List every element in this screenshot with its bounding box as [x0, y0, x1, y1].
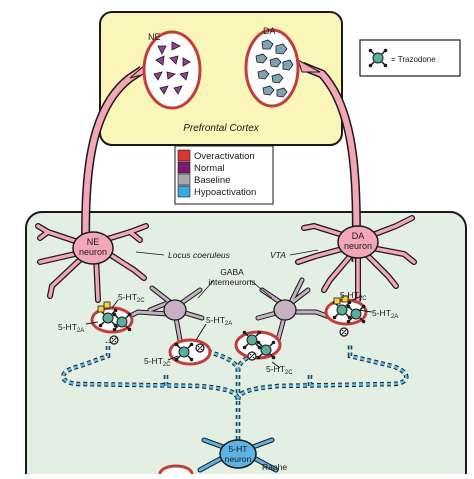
da-molecules — [255, 39, 294, 98]
ne-vesicle — [109, 335, 119, 345]
gaba-right-synapse — [234, 329, 282, 369]
ne-synapse: NE — [142, 30, 202, 110]
ne-neuron-label-line2: neuron — [79, 247, 107, 257]
ne-molecules — [153, 41, 191, 95]
ne-synapse-label: NE — [148, 32, 161, 42]
ne-neuron-label-line1: NE — [87, 237, 100, 247]
trazodone-legend: = Trazodone — [359, 39, 461, 77]
da-neuron-label-line1: DA — [352, 231, 365, 241]
serotonin-neuron-label-line1: 5-HT — [229, 444, 248, 454]
trazodone-legend-label: = Trazodone — [391, 55, 436, 64]
da-5ht2a-label: 5-HT2A — [372, 308, 398, 320]
gaba-label-line2: interneurons — [208, 277, 255, 287]
ne-neuron: NE neuron — [35, 223, 149, 303]
legend-label-overactivation: Overactivation — [194, 151, 255, 162]
vta-label: VTA — [270, 250, 286, 260]
da-receptor-synapse — [324, 295, 373, 326]
da-neuron-label-line2: neuron — [344, 241, 372, 251]
legend-swatch-hypoactivation — [177, 185, 191, 198]
raphe-label: Raphe — [262, 462, 287, 472]
gaba-left-synapse — [167, 323, 212, 366]
legend-label-hypoactivation: Hypoactivation — [194, 187, 256, 198]
gaba-left-5ht2c-label: 5-HT2C — [144, 356, 171, 368]
ne-receptor-synapse — [85, 299, 134, 334]
raphe-synapse-partial — [158, 464, 194, 479]
gaba-label-line1: GABA — [220, 267, 244, 277]
legend-label-normal: Normal — [194, 163, 225, 174]
prefrontal-cortex-title: Prefrontal Cortex — [183, 123, 260, 134]
legend-label-baseline: Baseline — [194, 175, 230, 186]
gaba-left-5ht2a-label: 5-HT2A — [206, 315, 232, 327]
serotonin-neuron: 5-HT neuron — [197, 437, 279, 473]
da-vesicle — [339, 327, 349, 337]
da-neuron: DA neuron — [295, 215, 417, 303]
da-synapse: DA — [244, 26, 300, 108]
da-5ht2c-label: 5-HT2C — [340, 290, 367, 302]
legend-swatch-overactivation — [177, 149, 191, 162]
gaba-right-5ht2c-label: 5-HT2C — [266, 364, 293, 376]
activation-legend: Overactivation Normal Baseline Hypoactiv… — [174, 145, 274, 205]
locus-coeruleus-label: Locus coeruleus — [168, 250, 231, 260]
ne-axon-projection — [81, 62, 147, 263]
legend-swatch-baseline — [177, 173, 191, 186]
legend-swatch-normal — [177, 161, 191, 174]
serotonin-neuron-label-line2: neuron — [225, 454, 252, 464]
ne-5ht2c-label: 5-HT2C — [118, 292, 145, 304]
ne-5ht2a-label: 5-HT2A — [58, 322, 84, 334]
da-synapse-label: DA — [263, 26, 276, 36]
